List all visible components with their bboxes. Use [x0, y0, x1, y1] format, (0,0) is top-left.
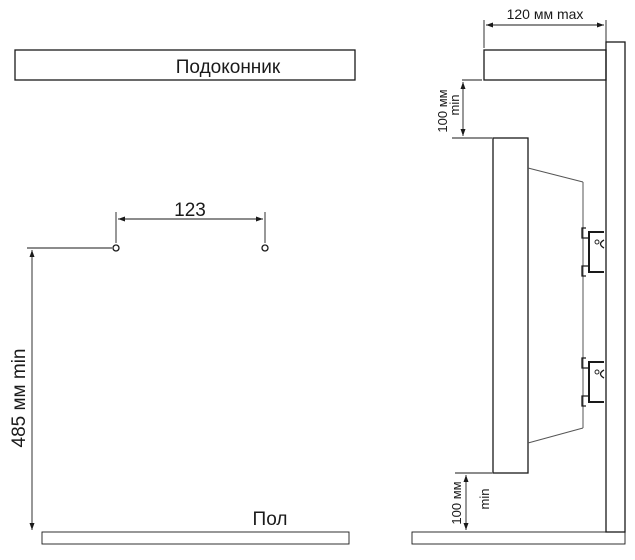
floor-front: Пол — [41, 509, 350, 545]
sill-label: Подоконник — [176, 57, 281, 78]
bottom-gap-suffix: min — [477, 489, 492, 510]
hole-spacing-label: 123 — [174, 200, 206, 221]
mounting-holes — [112, 244, 269, 252]
bottom-gap-dimension: 100 мм min — [449, 472, 492, 530]
top-gap-dimension: 100 мм min — [435, 79, 492, 139]
height-min-label: 485 мм min — [9, 349, 30, 448]
height-dimension: 485 мм min — [9, 247, 112, 530]
heater-side — [492, 137, 584, 474]
mounting-hole-left — [112, 244, 120, 252]
top-gap-suffix: min — [447, 95, 462, 116]
front-view: Подоконник 123 485 мм min Пол — [9, 49, 356, 545]
sill-overhang-label: 120 мм max — [507, 6, 584, 22]
window-sill-side — [483, 49, 607, 81]
top-gap-value: 100 мм — [435, 89, 450, 132]
window-sill-front: Подоконник — [14, 49, 356, 81]
mounting-hole-right — [261, 244, 269, 252]
sill-overhang-dimension: 120 мм max — [483, 6, 607, 48]
wall-brackets — [581, 227, 605, 407]
bracket-upper — [581, 227, 605, 277]
side-view: 120 мм max 100 мм min — [411, 6, 626, 545]
hole-spacing-dimension: 123 — [115, 200, 266, 243]
bottom-gap-value: 100 мм — [449, 481, 464, 524]
floor-side — [411, 531, 626, 545]
wall — [605, 41, 626, 533]
floor-label: Пол — [253, 509, 288, 530]
bracket-lower — [581, 357, 605, 407]
